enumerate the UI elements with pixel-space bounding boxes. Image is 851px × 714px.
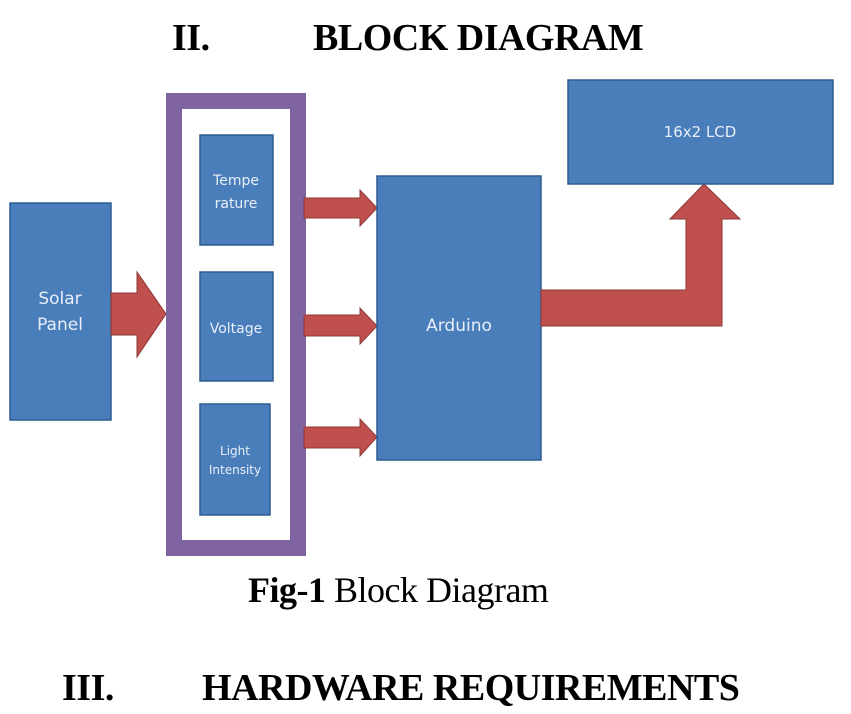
next-section-number: III.: [62, 667, 114, 709]
temperature-label-line1: Tempe: [212, 173, 259, 189]
block-lcd: 16x2 LCD: [567, 79, 834, 185]
figure-caption: Fig-1 Block Diagram: [248, 568, 549, 612]
figure-caption-text: Block Diagram: [333, 570, 549, 610]
solar-panel-label-line1: Solar: [38, 289, 81, 309]
temperature-label-line2: rature: [215, 196, 258, 212]
arrow-arduino-to-lcd: [540, 183, 742, 327]
arrow-solar-to-sensors: [110, 270, 167, 359]
arrow-temperature-to-arduino: [303, 188, 378, 228]
lcd-label: 16x2 LCD: [664, 123, 737, 141]
block-temperature: Tempe rature: [199, 134, 274, 246]
light-intensity-label-line1: Light: [220, 444, 250, 458]
solar-panel-label-line2: Panel: [37, 315, 83, 335]
section-title: BLOCK DIAGRAM: [313, 17, 644, 59]
section-number: II.: [172, 17, 210, 59]
arrow-light-to-arduino: [303, 417, 378, 458]
arduino-label: Arduino: [426, 316, 492, 336]
arrow-voltage-to-arduino: [303, 306, 378, 346]
block-arduino: Arduino: [376, 175, 542, 461]
block-light-intensity: Light Intensity: [199, 403, 271, 516]
next-section-title: HARDWARE REQUIREMENTS: [202, 667, 740, 709]
light-intensity-label-line2: Intensity: [209, 463, 261, 477]
figure-label: Fig-1: [248, 570, 326, 610]
voltage-label: Voltage: [210, 321, 263, 337]
sensor-group: [166, 93, 306, 556]
block-solar-panel: Solar Panel: [9, 202, 112, 421]
block-voltage: Voltage: [199, 271, 274, 382]
